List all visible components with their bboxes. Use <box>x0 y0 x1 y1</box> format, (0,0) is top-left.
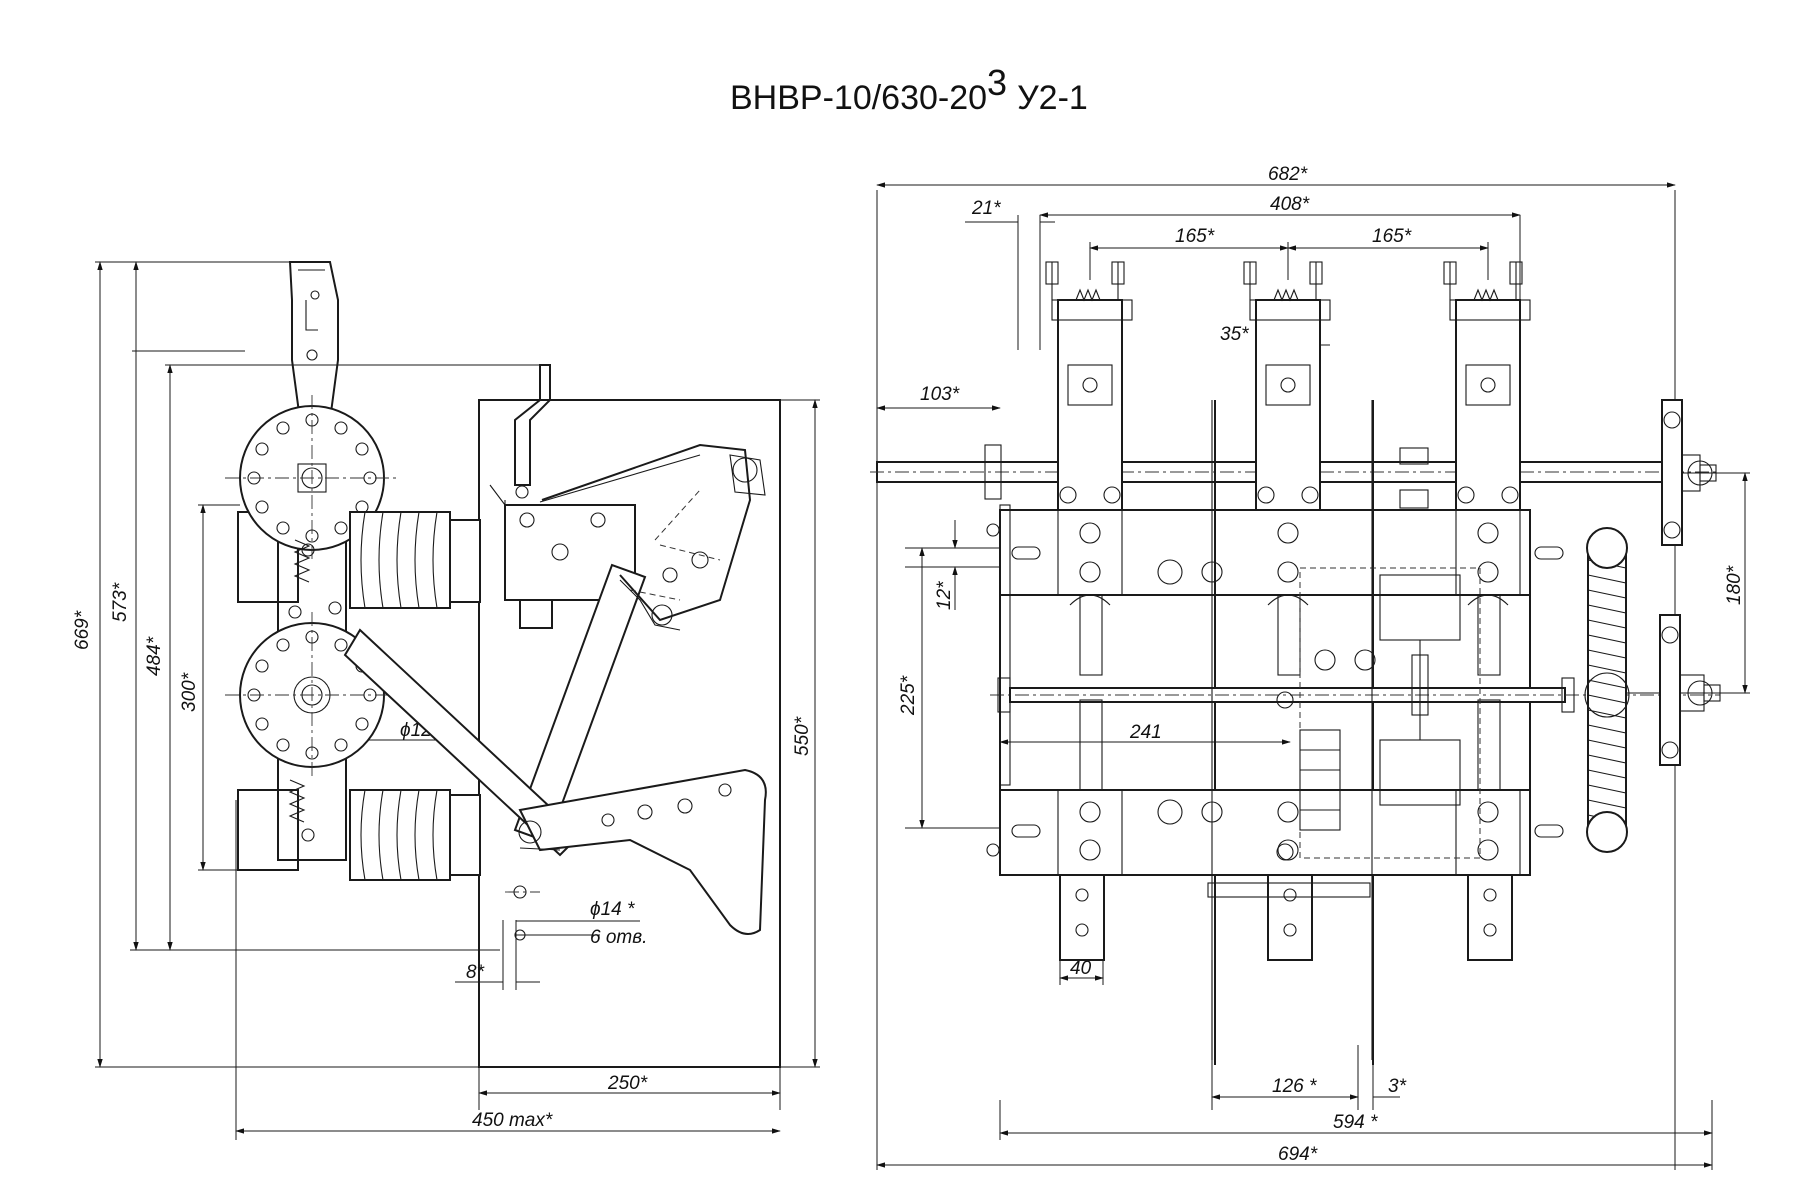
dim-40: 40 <box>1070 958 1092 979</box>
mounting-bracket <box>514 364 551 486</box>
auxiliary-contacts <box>1276 567 1481 861</box>
upper-insulator <box>349 511 481 609</box>
dim-3: 3* <box>1388 1076 1407 1097</box>
dim-669: 669* <box>72 610 93 650</box>
dim-682: 682* <box>1268 164 1308 185</box>
title-superscript: 3 <box>987 62 1007 103</box>
dim-250: 250* <box>607 1073 648 1094</box>
top-lever <box>288 261 339 421</box>
dim-408: 408* <box>1270 194 1310 215</box>
dim-573: 573* <box>110 582 131 622</box>
dim-450-max: 450 max* <box>472 1110 553 1131</box>
upper-frame-bar <box>999 509 1564 596</box>
front-vertical-dimensions <box>919 472 1748 829</box>
front-view: 682* 408* 21* 165* 165* 35* 103* 241 40 … <box>870 164 1750 1170</box>
plate-holes <box>505 885 540 941</box>
dim-594: 594 * <box>1333 1112 1378 1133</box>
drive-link <box>343 628 582 857</box>
side-vertical-dimensions <box>97 261 818 1068</box>
front-extension-lines <box>876 190 1750 1170</box>
dim-484: 484* <box>144 636 165 676</box>
dim-8: 8* <box>466 962 485 983</box>
upper-flange-bolts <box>247 413 377 543</box>
lower-terminals <box>1059 874 1513 961</box>
front-horizontal-dimensions <box>876 182 1713 1168</box>
shaft-end-fittings <box>984 444 1429 857</box>
springs <box>288 539 342 842</box>
title-main: ВНВР-10/630-20 <box>730 79 987 117</box>
contact-housing <box>489 484 636 629</box>
dim-holes: 6 отв. <box>590 927 647 948</box>
drive-plates <box>1659 399 1721 766</box>
spring-drive <box>1584 527 1630 853</box>
drawing-title: ВНВР-10/630-203 У2-1 <box>730 62 1088 117</box>
side-extension-lines <box>95 261 820 1140</box>
dim-225: 225* <box>898 675 919 716</box>
dim-103: 103* <box>920 384 960 405</box>
dim-21: 21* <box>971 198 1001 219</box>
dim-35: 35* <box>1220 324 1249 345</box>
title-suffix: У2-1 <box>1017 79 1088 117</box>
dim-126: 126 * <box>1272 1076 1317 1097</box>
side-view: 669* 573* 484* 300* 550* 250* 450 max* ϕ… <box>72 261 820 1140</box>
dim-300: 300* <box>179 672 200 712</box>
dim-694: 694* <box>1278 1144 1318 1165</box>
pole-middle <box>1243 261 1331 511</box>
lower-flange <box>225 612 400 780</box>
lower-insulator <box>349 789 481 881</box>
cam-plate <box>518 768 767 935</box>
dim-241: 241 <box>1129 722 1162 743</box>
pole-right <box>1443 261 1531 511</box>
dim-165-right: 165* <box>1372 226 1412 247</box>
dim-165-left: 165* <box>1175 226 1215 247</box>
dim-12: 12* <box>934 581 955 610</box>
dim-180: 180* <box>1724 565 1745 605</box>
lower-frame-bar <box>999 789 1564 876</box>
dim-550: 550* <box>792 716 813 756</box>
upper-flange <box>225 395 400 560</box>
pole-left <box>1045 261 1133 511</box>
frame-posts <box>1211 400 1373 1060</box>
mounting-plate <box>478 399 781 1068</box>
dim-phi14: ϕ14 * <box>590 899 635 920</box>
